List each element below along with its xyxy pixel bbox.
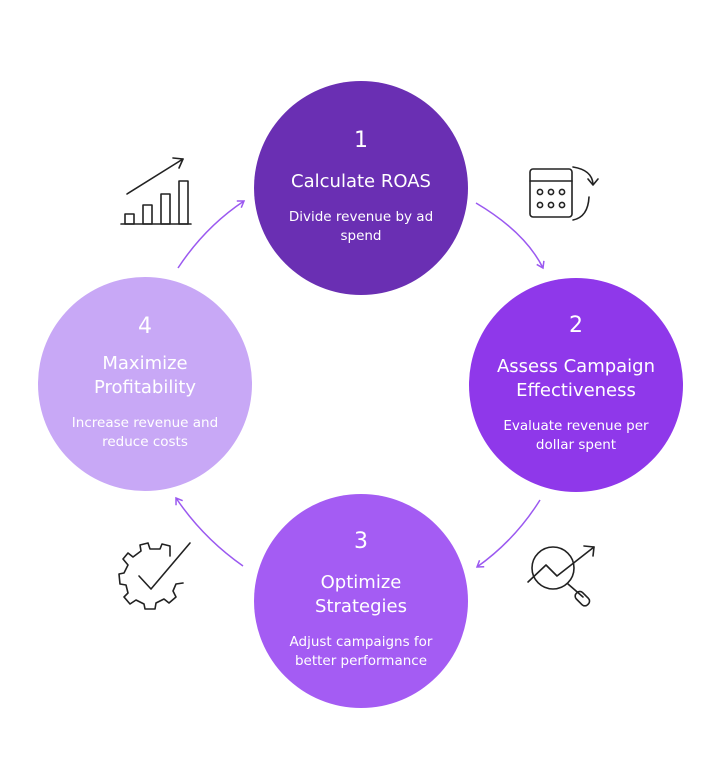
step-3-title: Optimize Strategies — [315, 572, 407, 617]
step-1-description: Divide revenue by ad spend — [288, 209, 434, 244]
step-4-title: Maximize Profitability — [93, 353, 197, 398]
step-2-circle: 2 Assess Campaign Effectiveness Evaluate… — [469, 278, 683, 492]
step-3-circle: 3 Optimize Strategies Adjust campaigns f… — [254, 494, 468, 708]
step-2-title: Assess Campaign Effectiveness — [496, 356, 656, 401]
arrow-step2-to-step3 — [475, 499, 541, 568]
step-4-description: Increase revenue and reduce costs — [71, 415, 219, 450]
step-1-circle: 1 Calculate ROAS Divide revenue by ad sp… — [254, 81, 468, 295]
step-1-title: Calculate ROAS — [291, 171, 431, 192]
arrow-step4-to-step1 — [177, 200, 246, 269]
step-3-number: 3 — [354, 529, 368, 554]
step-4-circle: 4 Maximize Profitability Increase revenu… — [38, 277, 252, 491]
arrow-step1-to-step2 — [475, 202, 545, 270]
step-3-description: Adjust campaigns for better performance — [289, 634, 433, 669]
step-1-number: 1 — [354, 128, 368, 153]
step-2-description: Evaluate revenue per dollar spent — [503, 418, 649, 453]
step-4-number: 4 — [138, 314, 152, 339]
step-2-number: 2 — [569, 313, 583, 338]
arrow-step3-to-step4 — [175, 496, 244, 567]
